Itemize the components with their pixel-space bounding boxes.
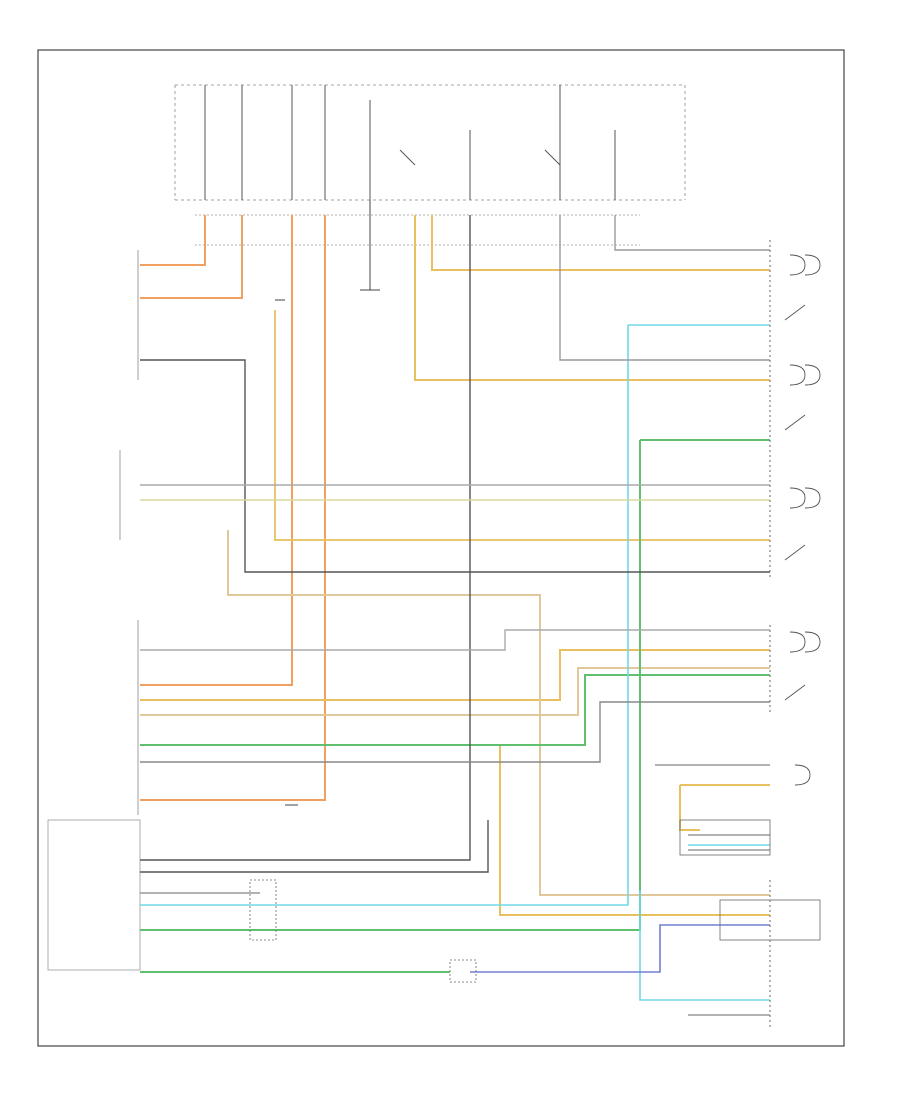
fuse-box-internals xyxy=(204,85,616,200)
green-wires xyxy=(140,439,770,973)
yellow-wires xyxy=(140,215,770,916)
blue-wire xyxy=(470,924,770,973)
connector-pins-top xyxy=(195,214,640,246)
gray-wires xyxy=(140,215,770,1016)
fuse-box-outline xyxy=(174,84,686,201)
left-module-outlines xyxy=(47,250,141,971)
diagram-border xyxy=(37,49,845,1047)
right-components xyxy=(769,240,821,1030)
orange-wires xyxy=(140,215,326,801)
cyan-wires xyxy=(140,324,770,1001)
ground-symbols xyxy=(275,200,380,806)
center-modules xyxy=(249,819,821,983)
